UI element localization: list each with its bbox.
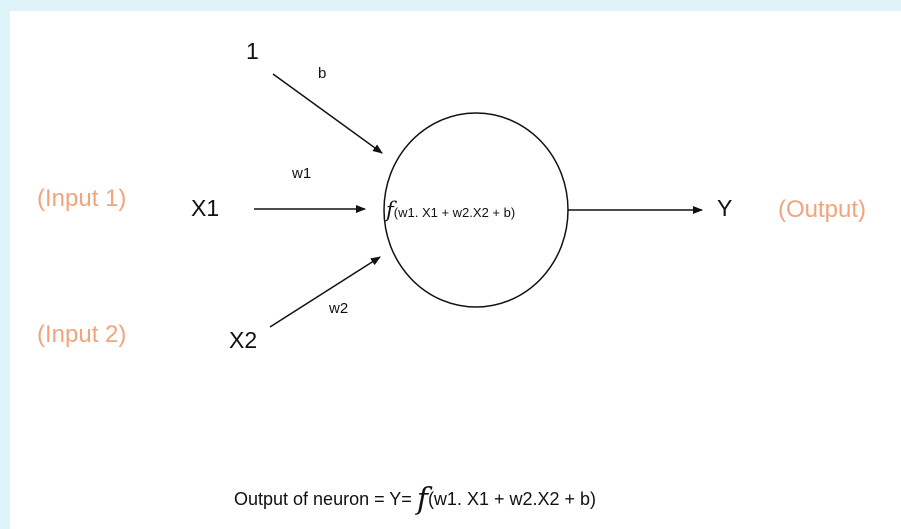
- neuron-diagram: [254, 73, 703, 328]
- input1-annotation: (Input 1): [37, 185, 127, 212]
- function-symbol: f: [386, 198, 394, 222]
- neuron-function: f(w1. X1 + w2.X2 + b): [386, 200, 515, 221]
- bias-input-label: 1: [246, 38, 259, 64]
- x1-label: X1: [191, 195, 220, 221]
- diagram-panel: 1 b (Input 1) X1 w1 (Input 2) X2 w2 f(w1…: [10, 11, 901, 529]
- x2-label: X2: [229, 327, 258, 353]
- x2-arrow: [269, 256, 381, 328]
- bias-weight-label: b: [318, 65, 327, 82]
- bias-arrow: [272, 73, 383, 154]
- output-annotation: (Output): [778, 196, 867, 223]
- w1-label: w1: [292, 165, 312, 182]
- caption-function-arguments: (w1. X1 + w2.X2 + b): [427, 489, 597, 509]
- caption-prefix: Output of neuron = Y=: [234, 489, 412, 509]
- w2-label: w2: [329, 300, 349, 317]
- function-arguments: (w1. X1 + w2.X2 + b): [393, 205, 516, 220]
- neuron-output-caption: Output of neuron = Y= f(w1. X1 + w2.X2 +…: [234, 481, 597, 515]
- input2-annotation: (Input 2): [37, 321, 127, 348]
- caption-function-symbol: f: [416, 482, 428, 517]
- y-label: Y: [717, 195, 733, 221]
